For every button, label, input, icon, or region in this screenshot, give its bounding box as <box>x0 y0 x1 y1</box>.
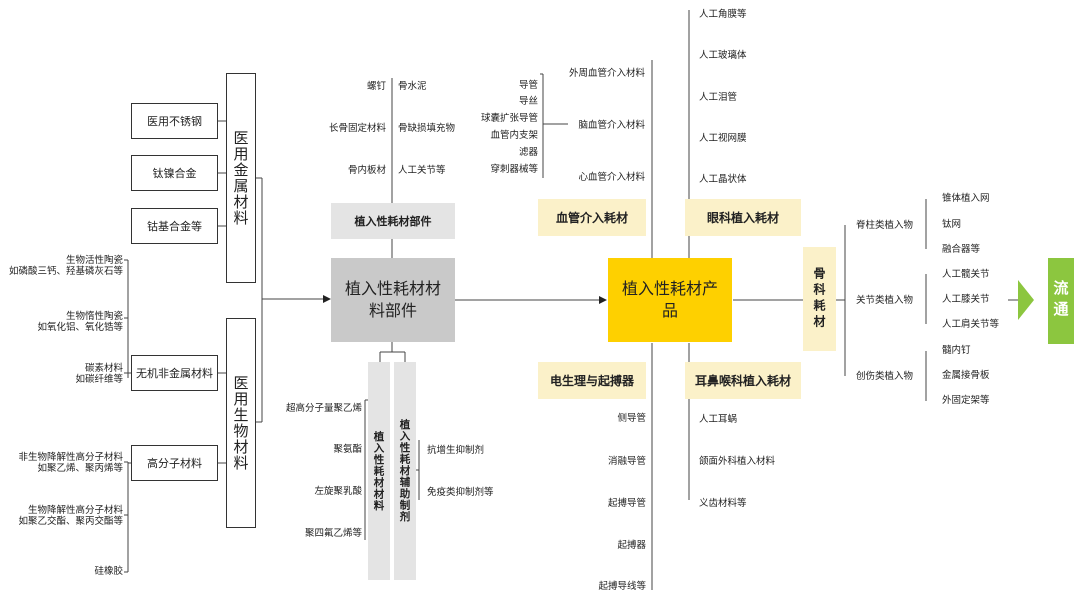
material-item: 超高分子量聚乙烯 <box>285 403 362 414</box>
ortho-item: 人工肩关节等 <box>942 319 1000 330</box>
vascular-category: 血管介入耗材 <box>538 199 646 236</box>
vascular-sub: 外周血管介入材料 <box>568 68 645 79</box>
material-column: 植入性耗材材料 <box>368 362 390 580</box>
metal-item: 钛镍合金 <box>131 155 218 191</box>
material-item: 聚四氟乙烯等 <box>304 528 362 539</box>
auxiliary-item: 抗增生抑制剂 <box>427 445 485 456</box>
ent-item: 颌面外科植入材料 <box>699 456 776 467</box>
material-parts-center: 植入性耗材材料部件 <box>331 258 455 342</box>
product-center: 植入性耗材产品 <box>608 258 732 342</box>
ep-item: 起搏导线等 <box>598 581 646 592</box>
polymer-note: 硅橡胶 <box>94 566 123 577</box>
ortho-item: 锥体植入网 <box>942 193 990 204</box>
ep-category: 电生理与起搏器 <box>538 362 646 399</box>
part-left: 骨内板材 <box>347 165 386 176</box>
vascular-sub: 心血管介入材料 <box>578 172 645 183</box>
ortho-group: 创伤类植入物 <box>856 371 914 382</box>
ortho-item: 人工髋关节 <box>942 269 990 280</box>
ent-category: 耳鼻喉科植入耗材 <box>685 362 801 399</box>
part-left: 长骨固定材料 <box>328 123 386 134</box>
material-item: 聚氨酯 <box>333 444 362 455</box>
vascular-item: 球囊扩张导管 <box>480 113 538 124</box>
ortho-item: 髓内钉 <box>942 345 971 356</box>
ortho-item: 人工膝关节 <box>942 294 990 305</box>
ortho-group: 关节类植入物 <box>856 295 914 306</box>
eye-item: 人工角膜等 <box>699 9 747 20</box>
flow-box: 流通 <box>1048 258 1074 344</box>
ortho-group: 脊柱类植入物 <box>856 220 914 231</box>
polymer-note: 非生物降解性高分子材料如聚乙烯、聚丙烯等 <box>18 452 123 474</box>
ortho-item: 钛网 <box>942 219 962 230</box>
ent-item: 人工耳蜗 <box>699 414 738 425</box>
polymer-material: 高分子材料 <box>131 445 218 481</box>
eye-item: 人工泪管 <box>699 92 738 103</box>
inorganic-note: 碳素材料如碳纤维等 <box>75 363 123 385</box>
ep-item: 侧导管 <box>617 413 646 424</box>
ent-item: 义齿材料等 <box>699 498 747 509</box>
ortho-item: 金属接骨板 <box>942 370 990 381</box>
vascular-item: 导管 <box>518 80 538 91</box>
bio-group: 医用生物材料 <box>226 318 256 528</box>
vascular-sub: 脑血管介入材料 <box>578 120 645 131</box>
metal-item: 医用不锈钢 <box>131 103 218 139</box>
vascular-item: 导丝 <box>518 96 538 107</box>
flow-arrow-icon <box>1018 280 1034 320</box>
ep-item: 消融导管 <box>607 456 646 467</box>
ep-item: 起搏导管 <box>607 498 646 509</box>
part-right: 骨水泥 <box>398 81 427 92</box>
part-right: 人工关节等 <box>398 165 446 176</box>
auxiliary-column: 植入性耗材辅助制剂 <box>394 362 416 580</box>
part-left: 螺钉 <box>366 81 386 92</box>
material-item: 左旋聚乳酸 <box>314 486 362 497</box>
metal-group: 医用金属材料 <box>226 73 256 283</box>
polymer-note: 生物降解性高分子材料如聚乙交酯、聚丙交酯等 <box>18 505 123 527</box>
ortho-item: 融合器等 <box>942 244 981 255</box>
inorganic-material: 无机非金属材料 <box>131 355 218 391</box>
eye-category: 眼科植入耗材 <box>685 199 801 236</box>
vascular-item: 滤器 <box>518 147 538 158</box>
ep-item: 起搏器 <box>617 540 646 551</box>
eye-item: 人工视网膜 <box>699 133 747 144</box>
part-right: 骨缺损填充物 <box>398 123 456 134</box>
eye-item: 人工晶状体 <box>699 174 747 185</box>
auxiliary-item: 免疫类抑制剂等 <box>427 487 494 498</box>
eye-item: 人工玻璃体 <box>699 50 747 61</box>
inorganic-note: 生物活性陶瓷如磷酸三钙、羟基磷灰石等 <box>8 255 123 277</box>
parts-header: 植入性耗材部件 <box>331 203 455 239</box>
metal-item: 钴基合金等 <box>131 208 218 244</box>
ortho-item: 外固定架等 <box>942 395 990 406</box>
vascular-item: 穿刺器械等 <box>490 164 538 175</box>
inorganic-note: 生物惰性陶瓷如氧化铝、氧化锆等 <box>37 311 123 333</box>
vascular-item: 血管内支架 <box>490 130 538 141</box>
ortho-category: 骨科耗材 <box>803 247 836 351</box>
